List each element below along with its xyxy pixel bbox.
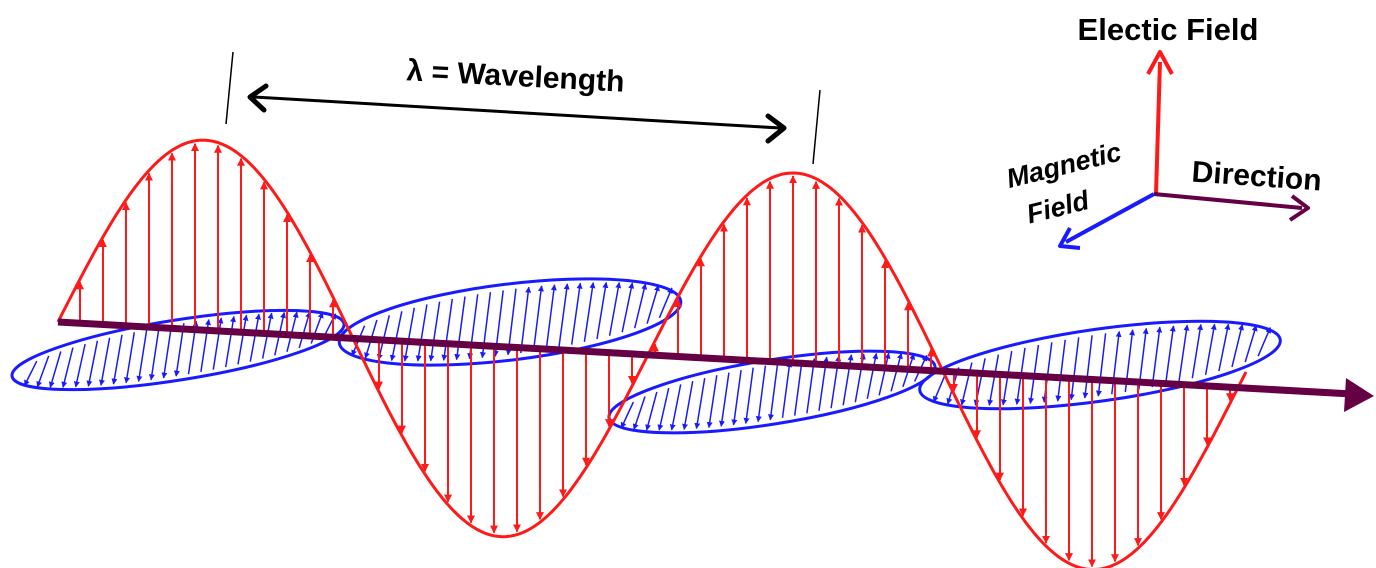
magnetic-field-vector [718, 372, 730, 427]
magnetic-field-vector [224, 315, 236, 368]
magnetic-field-vector [583, 282, 596, 343]
magnetic-field-vector [545, 284, 557, 350]
magnetic-field-vector [249, 313, 261, 362]
magnetic-field-vector [781, 361, 793, 418]
magnetic-field-vector [23, 360, 38, 387]
magnetic-field-vector [1164, 325, 1176, 385]
magnetic-field-vector [558, 283, 570, 348]
wavelength-marker: λ = Wavelength [225, 51, 821, 165]
magnetic-field-vector [570, 282, 583, 345]
double-arrow-icon [247, 83, 787, 144]
magnetic-field-vector [212, 317, 224, 370]
magnetic-field-vector [755, 365, 767, 423]
magnetic-field-vector [645, 391, 658, 431]
magnetic-field-vector [1068, 337, 1080, 401]
magnetic-field-vector [389, 311, 403, 362]
field-legend: Electic Field Direction Magnetic Field [1003, 12, 1323, 250]
electric-vector-icon [1146, 50, 1174, 195]
magnetic-field-vector [441, 298, 454, 361]
electric-field-wave [56, 138, 1248, 568]
magnetic-field-vector [633, 283, 648, 329]
magnetic-field-vector [669, 384, 682, 431]
magnetic-field-vector [1151, 326, 1163, 388]
magnetic-field-vector [620, 401, 635, 429]
magnetic-field-vector [136, 329, 148, 382]
magnetic-field-vector [161, 325, 173, 379]
magnetic-field-vector [415, 304, 428, 362]
wavelength-label: λ = Wavelength [406, 54, 626, 98]
magnetic-field-vector [124, 332, 136, 384]
magnetic-field-vector [298, 311, 312, 349]
direction-label: Direction [1191, 156, 1323, 198]
magnetic-field-vector [1204, 323, 1217, 376]
magnetic-field-vector [646, 284, 660, 324]
magnetic-field-vector [878, 352, 891, 396]
magnetic-field-vector [1055, 339, 1066, 402]
magnetic-field-vector [987, 354, 1000, 406]
magnetic-field-label-line2: Field [1024, 185, 1093, 229]
magnetic-field-vector [866, 352, 879, 400]
wavelength-tick-left [225, 51, 234, 125]
electric-field-label: Electic Field [1078, 12, 1259, 47]
magnetic-field-vector [61, 347, 74, 388]
magnetic-field-vector [99, 337, 111, 386]
magnetic-field-vector [237, 314, 249, 365]
magnetic-field-vector [608, 282, 622, 336]
magnetic-field-vector [890, 352, 903, 392]
magnetic-field-vector [454, 296, 466, 361]
magnetic-field-vector [86, 340, 99, 387]
magnetic-field-vector [731, 369, 742, 426]
magnetic-field-lobe [918, 319, 1282, 411]
magnetic-field-vector [632, 396, 646, 430]
magnetic-field-vector [1191, 323, 1204, 379]
magnetic-field-vector [1082, 335, 1093, 399]
magnetic-field-vector [1218, 323, 1231, 372]
magnetic-field-vector [933, 372, 947, 403]
magnetic-field-vector [694, 377, 706, 430]
electric-field-vectors [76, 143, 1234, 568]
magnetic-field-vector [1095, 333, 1107, 397]
magnetic-field-vector [806, 357, 817, 414]
magnetic-field-vector [793, 359, 805, 416]
magnetic-field-vector [73, 343, 86, 388]
magnetic-field-vector [520, 286, 532, 354]
magnetic-field-vector [48, 351, 62, 388]
magnetic-field-vector [1231, 324, 1244, 368]
magnetic-field-vector [596, 281, 609, 340]
magnetic-field-vector [148, 327, 160, 381]
magnetic-field-vector [682, 380, 694, 430]
magnetic-field-vector [706, 375, 718, 429]
magnetic-field-vector [1257, 327, 1271, 357]
magnetic-field-vector [621, 282, 635, 333]
axis-arrow-icon [57, 318, 1374, 412]
magnetic-field-vector [1244, 325, 1258, 363]
magnetic-vector-icon [1058, 192, 1155, 250]
magnetic-field-vector [1178, 324, 1190, 382]
magnetic-field-vector [532, 285, 544, 352]
magnetic-field-lobe [10, 308, 346, 392]
magnetic-field-vector [743, 367, 754, 424]
magnetic-field-vector [111, 334, 123, 385]
magnetic-field-vector [658, 287, 673, 319]
magnetic-field-label-line1: Magnetic [1003, 137, 1124, 194]
wavelength-tick-right [812, 89, 821, 165]
magnetic-field-vector [36, 355, 50, 388]
direction-vector-icon [1153, 192, 1310, 222]
magnetic-field-vector [428, 301, 441, 362]
magnetic-field-vector [402, 307, 416, 362]
magnetic-field-vector [657, 387, 670, 431]
magnetic-field-vector [768, 363, 779, 421]
